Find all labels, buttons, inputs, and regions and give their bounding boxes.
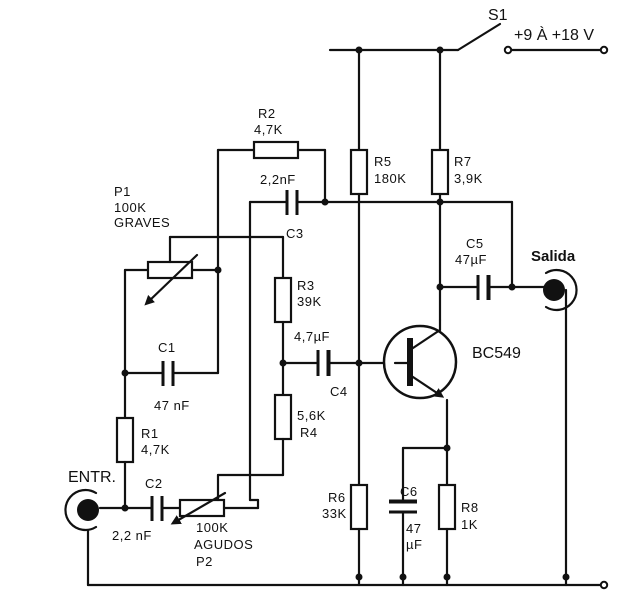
- r6-value: 33K: [322, 506, 347, 521]
- resistor-r2: [252, 140, 300, 160]
- p2-value: 100K: [196, 520, 228, 535]
- r8-value: 1K: [461, 517, 478, 532]
- p1-value: 100K: [114, 200, 146, 215]
- input-label: ENTR.: [68, 469, 116, 486]
- capacitor-c6: [389, 499, 417, 514]
- r5-value: 180K: [374, 171, 406, 186]
- r7-name: R7: [454, 154, 472, 169]
- transistor-bc549: [382, 318, 458, 400]
- r5-name: R5: [374, 154, 392, 169]
- capacitor-c1: [161, 361, 175, 386]
- potentiometer-p1: [144, 253, 220, 306]
- c5-name: C5: [466, 236, 484, 251]
- switch-s1: [456, 22, 609, 55]
- r6-name: R6: [328, 490, 346, 505]
- r3-name: R3: [297, 278, 315, 293]
- resistor-r6: [349, 483, 369, 531]
- r7-value: 3,9K: [454, 171, 483, 186]
- r2-value: 4,7K: [254, 122, 283, 137]
- c3-name: C3: [286, 226, 304, 241]
- ground-rail: [86, 288, 609, 590]
- supply-rail: [328, 46, 602, 54]
- switch-label: S1: [488, 7, 508, 24]
- c2-value: 2,2 nF: [112, 528, 152, 543]
- r4-value: 5,6K: [297, 408, 326, 423]
- c1-name: C1: [158, 340, 176, 355]
- c5-value: 47µF: [455, 252, 487, 267]
- c6-value: 47: [406, 521, 421, 536]
- resistor-r4: [273, 393, 293, 441]
- c4-value: 4,7µF: [294, 329, 330, 344]
- c6-unit: µF: [406, 537, 422, 552]
- r3-value: 39K: [297, 294, 322, 309]
- c4-name: C4: [330, 384, 348, 399]
- p2-name: P2: [196, 554, 213, 569]
- resistor-r8: [437, 483, 457, 531]
- supply-voltage-label: +9 À +18 V: [514, 25, 594, 44]
- p1-name: P1: [114, 184, 131, 199]
- resistor-r3: [273, 276, 293, 324]
- c3-value: 2,2nF: [260, 172, 296, 187]
- r8-name: R8: [461, 500, 479, 515]
- capacitor-c2: [150, 496, 164, 521]
- potentiometer-p2: [170, 491, 260, 525]
- r1-value: 4,7K: [141, 442, 170, 457]
- r2-name: R2: [258, 106, 276, 121]
- r4-name: R4: [300, 425, 318, 440]
- p1-function: GRAVES: [114, 215, 170, 230]
- r1-name: R1: [141, 426, 159, 441]
- c2-name: C2: [145, 476, 163, 491]
- p2-function: AGUDOS: [194, 537, 253, 552]
- output-label: Salida: [531, 248, 576, 265]
- c6-name: C6: [400, 484, 418, 499]
- resistor-r5: [349, 148, 369, 196]
- capacitor-c3: [285, 190, 299, 215]
- resistor-r7: [430, 148, 450, 196]
- resistor-r1: [115, 416, 135, 464]
- transistor-label: BC549: [472, 345, 521, 362]
- output-jack: [543, 268, 578, 312]
- c1-value: 47 nF: [154, 398, 190, 413]
- input-jack: [64, 488, 99, 532]
